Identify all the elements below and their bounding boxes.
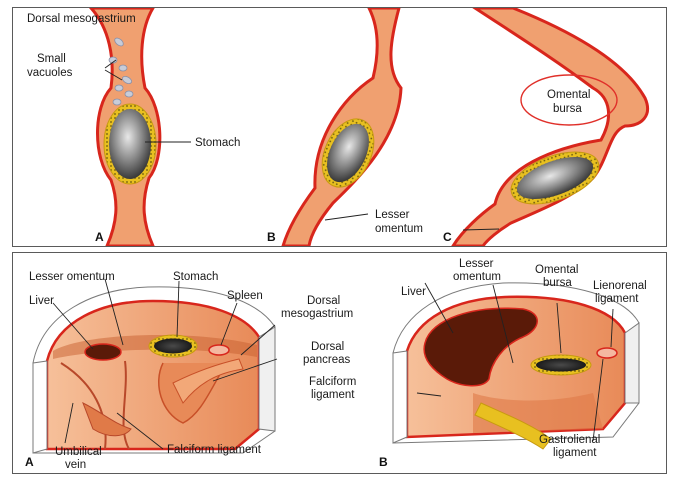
panel-letter-bottom-b: B — [379, 455, 388, 469]
panel-letter-c: C — [443, 230, 452, 244]
block-a — [32, 286, 276, 454]
label-small-vacuoles-1: Small — [37, 53, 66, 65]
label-liver-a: Liver — [29, 295, 54, 307]
label-falciform-ligament-a: Falciform ligament — [167, 444, 262, 456]
label-lienorenal-1: Lienorenal — [593, 280, 647, 292]
label-gastrolienal-1: Gastrolienal — [539, 434, 600, 446]
label-stomach: Stomach — [195, 137, 240, 149]
label-dorsal-pancreas-1: Dorsal — [311, 341, 344, 353]
label-omental-bursa-b-1: Omental — [535, 264, 578, 276]
label-gastrolienal-2: ligament — [553, 447, 597, 459]
label-omental-bursa-b-2: bursa — [543, 277, 572, 289]
stomach-b — [327, 123, 369, 183]
label-umbilical-vein-1: Umbilical — [55, 446, 102, 458]
label-spleen-a: Spleen — [227, 290, 263, 302]
label-falciform-b-1: Falciform — [309, 376, 356, 388]
label-dorsal-pancreas-2: pancreas — [303, 354, 351, 366]
liver-a — [84, 343, 122, 361]
label-lesser-omentum-2: omentum — [375, 223, 423, 235]
label-omental-bursa-2: bursa — [553, 103, 582, 115]
label-lesser-omentum-b-1: Lesser — [459, 258, 494, 270]
panel-letter-bottom-a: A — [25, 455, 34, 469]
panel-letter-a: A — [95, 230, 104, 244]
umbilical-cord-b — [474, 402, 552, 450]
stomach-bottom-a — [154, 338, 192, 354]
label-omental-bursa-1: Omental — [547, 89, 590, 101]
label-lesser-omentum-b-2: omentum — [453, 271, 501, 283]
label-falciform-b-2: ligament — [311, 389, 355, 401]
top-diagram: Dorsal mesogastrium Small vacuoles Stoma… — [27, 8, 649, 246]
omental-bursa-highlight — [520, 74, 618, 126]
label-lesser-omentum-a: Lesser omentum — [29, 271, 115, 283]
block-b — [392, 282, 640, 444]
mesentery-c — [451, 8, 649, 246]
label-umbilical-vein-2: vein — [65, 459, 86, 471]
stomach-bottom-b — [536, 358, 586, 372]
bottom-figure-panel: Lesser omentum Stomach Liver Spleen Dors… — [12, 252, 667, 474]
panel-letter-b: B — [267, 230, 276, 244]
label-dorsal-mesogastrium: Dorsal mesogastrium — [27, 13, 136, 25]
spleen-b — [596, 347, 618, 359]
label-lienorenal-2: ligament — [595, 293, 639, 305]
liver-b — [423, 307, 538, 387]
top-figure-panel: Dorsal mesogastrium Small vacuoles Stoma… — [12, 7, 667, 247]
vacuoles — [108, 37, 134, 106]
spleen-a — [208, 344, 230, 356]
label-liver-b: Liver — [401, 286, 426, 298]
stomach-c — [516, 156, 594, 200]
label-small-vacuoles-2: vacuoles — [27, 67, 73, 79]
label-dorsal-mesogastrium-a-2: mesogastrium — [281, 308, 353, 320]
bottom-diagram: Lesser omentum Stomach Liver Spleen Dors… — [25, 258, 647, 471]
label-dorsal-mesogastrium-a-1: Dorsal — [307, 295, 340, 307]
label-lesser-omentum-1: Lesser — [375, 209, 410, 221]
stomach-a — [109, 109, 151, 179]
label-stomach-a: Stomach — [173, 271, 218, 283]
